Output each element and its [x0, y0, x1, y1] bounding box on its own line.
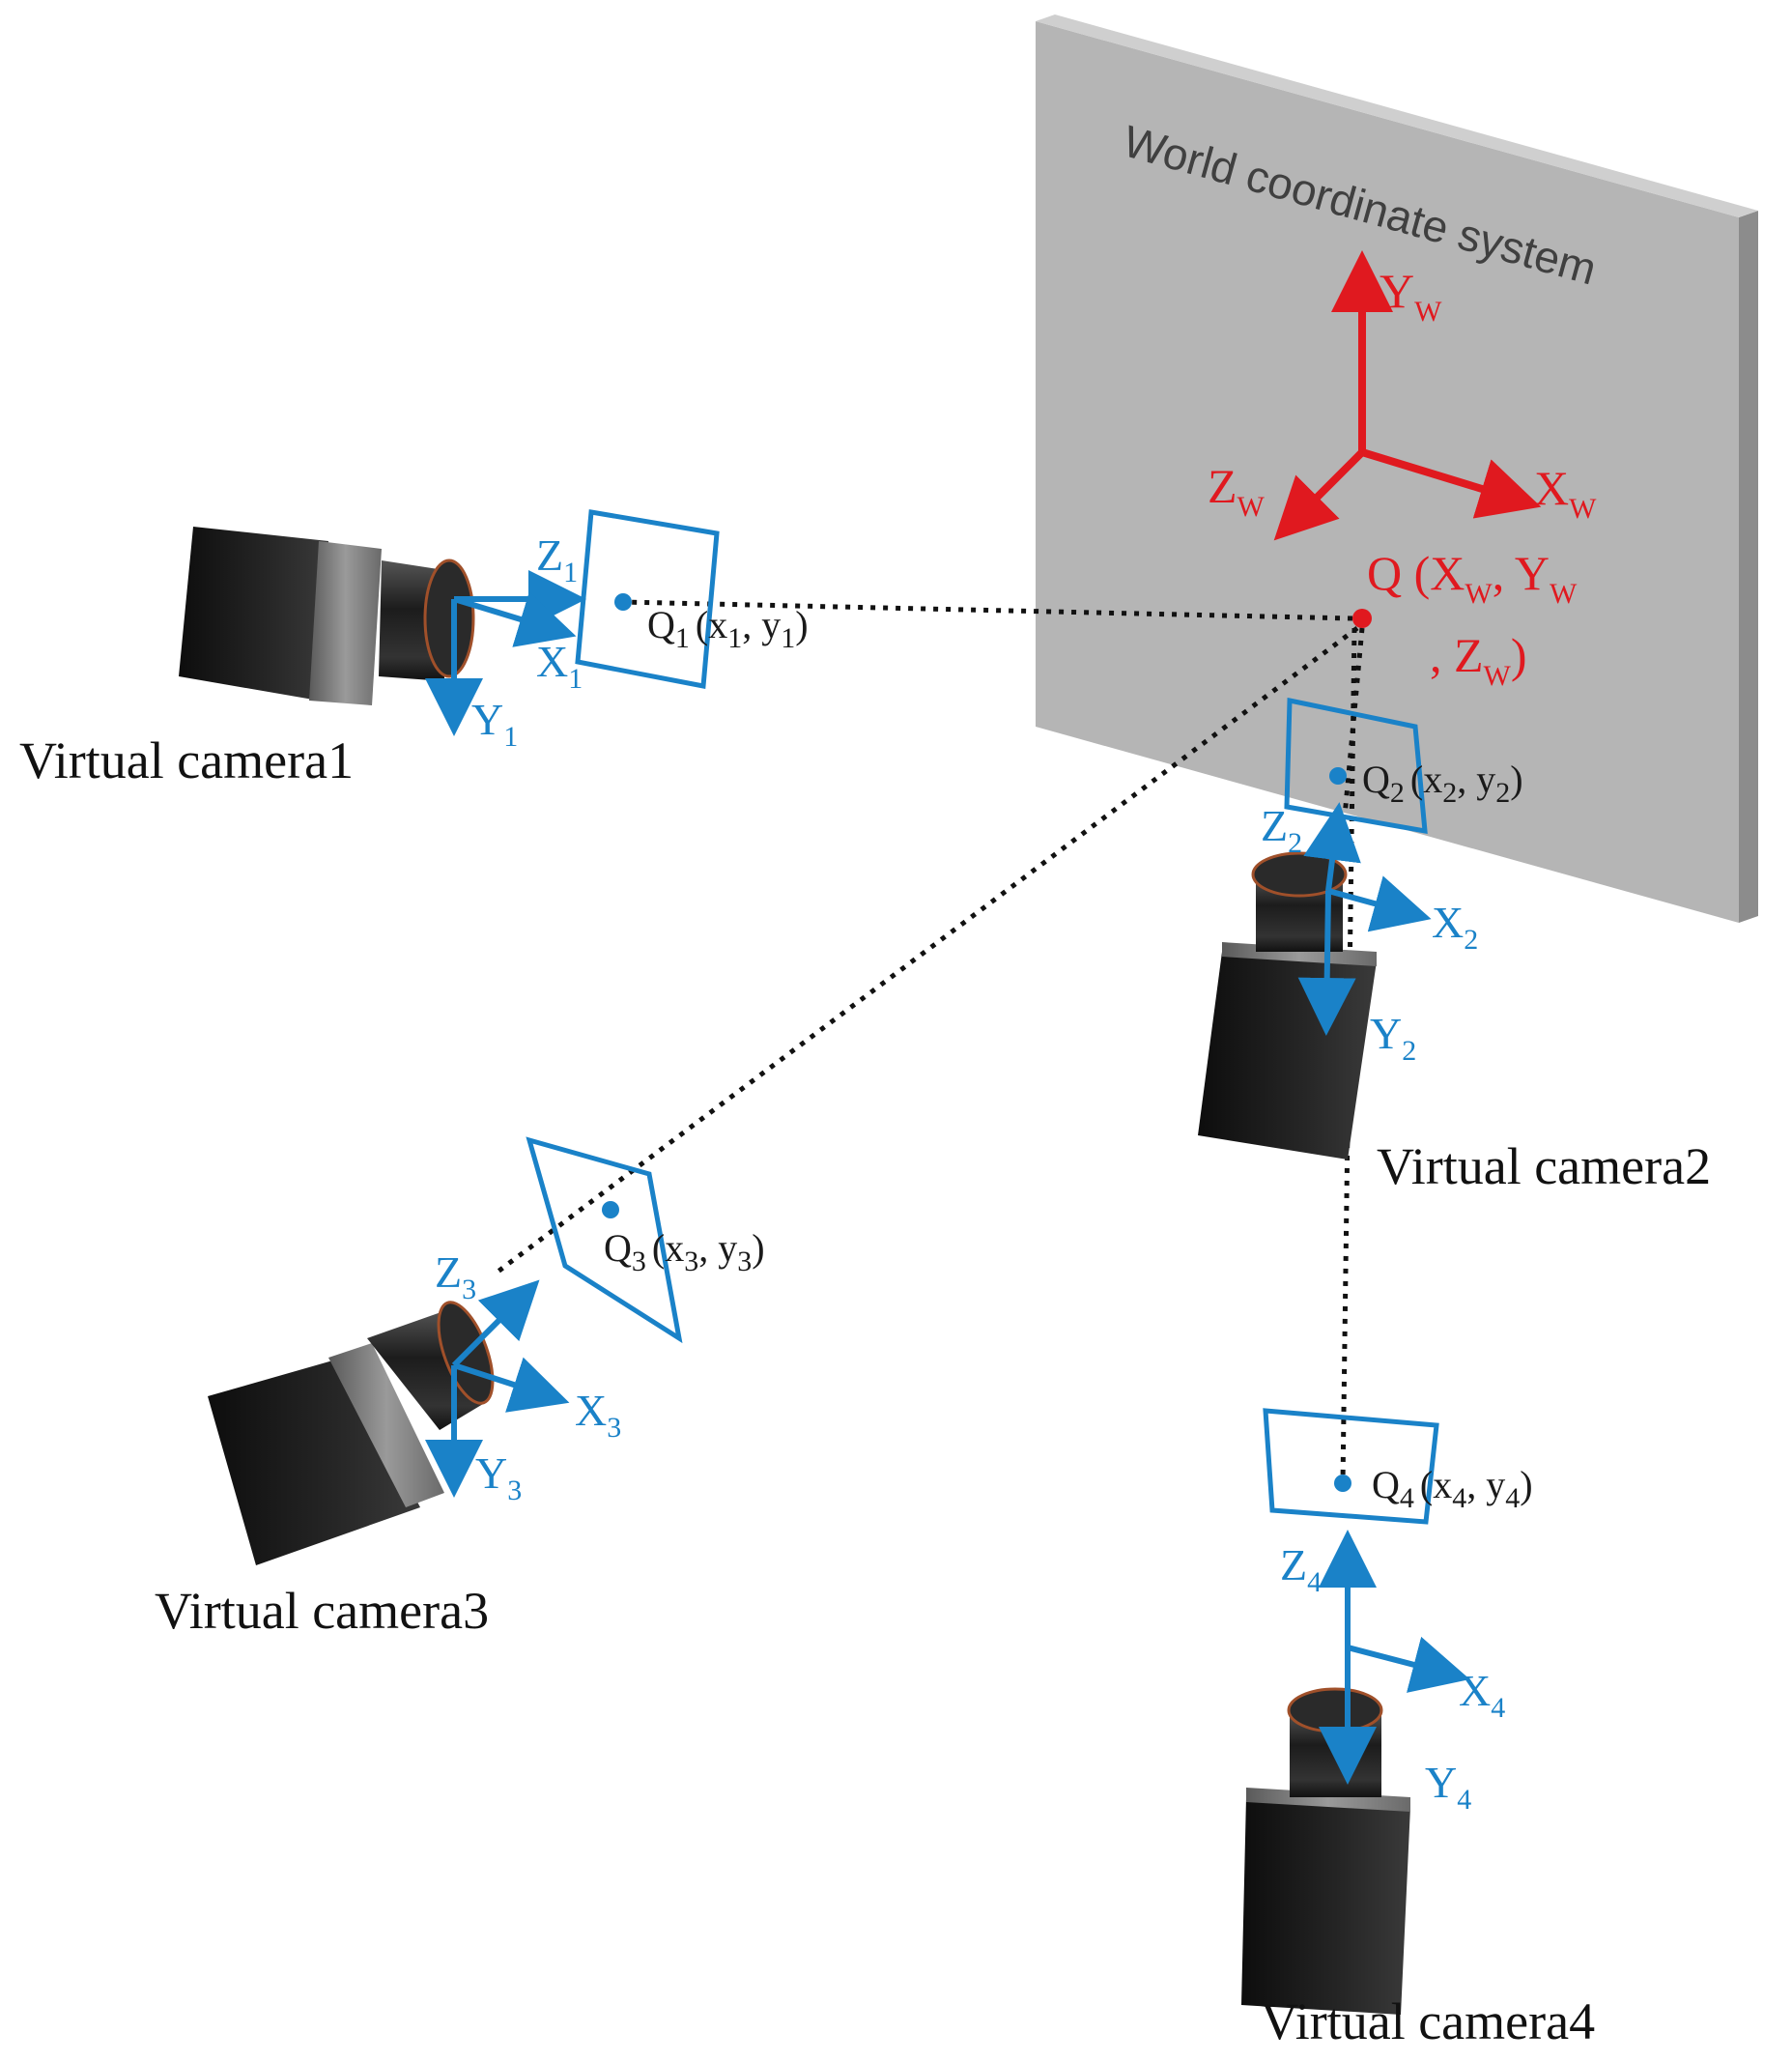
camera-2-axis-y-label: Y2: [1370, 1009, 1416, 1067]
world-axis-y-label: YW: [1380, 264, 1442, 328]
camera-4-image-point: [1334, 1475, 1351, 1492]
world-axes: [1273, 250, 1542, 541]
camera-2: Z2 X2 Y2 Q2(x2, y2) Virtual camera2: [1198, 697, 1711, 1195]
camera-2-image-plane: [1284, 697, 1428, 835]
camera-4-name: Virtual camera4: [1261, 1992, 1595, 2050]
world-point-q: [1352, 609, 1372, 628]
camera-1-body: [179, 527, 475, 705]
camera-4-image-point-label: Q4(x4, y4): [1372, 1463, 1533, 1514]
camera-3: Z3 X3 Y3 Q3(x3, y3) Virtual camera3: [155, 1136, 765, 1640]
world-plane: [1036, 14, 1758, 923]
camera-1-image-point: [614, 593, 632, 611]
camera-2-axis-x-label: X2: [1432, 898, 1478, 956]
camera-3-image-point: [602, 1201, 619, 1218]
camera-2-axes: [1297, 802, 1432, 1036]
world-axis-z-label: ZW: [1208, 459, 1266, 523]
wall-edge-right: [1739, 211, 1758, 923]
camera-4-body: [1241, 1687, 1410, 2015]
camera-4: Z4 X4 Y4 Q4(x4, y4) Virtual camera4: [1241, 1408, 1595, 2050]
camera-1-axes: [425, 570, 586, 736]
camera-4-axis-x-label: X4: [1459, 1666, 1505, 1724]
camera-3-axis-x-arrow: [453, 1357, 570, 1413]
camera-2-image-point-label: Q2(x2, y2): [1362, 758, 1523, 809]
camera-1-image-point-label: Q1(x1, y1): [647, 603, 809, 654]
camera-3-body: [208, 1301, 495, 1565]
camera-4-axes: [1319, 1530, 1470, 1785]
camera-1-axis-x-arrow: [453, 591, 577, 647]
world-point-label-cont: , ZW): [1430, 628, 1527, 692]
world-point-label: Q (XW, YW: [1367, 546, 1578, 610]
camera-3-axes: [425, 1279, 570, 1498]
camera-3-name: Virtual camera3: [155, 1582, 489, 1640]
camera-2-axis-z-arrow: [1303, 802, 1361, 892]
world-axis-x-label: XW: [1534, 461, 1597, 525]
world-axis-x-arrow: [1360, 448, 1542, 519]
camera-4-axis-x-arrow: [1347, 1636, 1470, 1693]
camera-3-image-plane: [526, 1136, 683, 1344]
camera-2-name: Virtual camera2: [1377, 1137, 1711, 1195]
camera-2-axis-z-label: Z2: [1261, 801, 1302, 859]
ray-camera1: [622, 599, 1353, 621]
camera-1-axis-x-label: X1: [536, 637, 583, 695]
camera-3-axis-z-arrow: [451, 1279, 540, 1368]
camera-4-image-plane: [1263, 1408, 1439, 1525]
camera-2-axis-y-arrow: [1297, 890, 1356, 1036]
camera-3-axis-x-label: X3: [575, 1386, 621, 1444]
wall-edge-top: [1036, 14, 1758, 217]
camera-1: Z1 X1 Y1 Q1(x1, y1) Virtual camera1: [19, 509, 809, 789]
camera-2-axis-x-arrow: [1327, 875, 1432, 932]
wall-face: [1036, 21, 1739, 923]
camera-4-axis-z-label: Z4: [1280, 1540, 1322, 1598]
camera-1-axis-y-label: Y1: [471, 695, 518, 753]
camera-2-image-point: [1329, 767, 1347, 785]
camera-3-axis-y-label: Y3: [475, 1448, 522, 1506]
camera-1-image-plane: [575, 509, 720, 689]
camera-4-axis-y-label: Y4: [1425, 1758, 1471, 1816]
camera-3-axis-z-label: Z3: [435, 1247, 476, 1305]
world-axis-z-arrow: [1273, 449, 1365, 541]
camera-1-name: Virtual camera1: [19, 731, 354, 789]
camera-1-axis-z-label: Z1: [536, 530, 578, 588]
ray-camera3: [491, 625, 1359, 1278]
camera-3-image-point-label: Q3(x3, y3): [604, 1226, 765, 1277]
